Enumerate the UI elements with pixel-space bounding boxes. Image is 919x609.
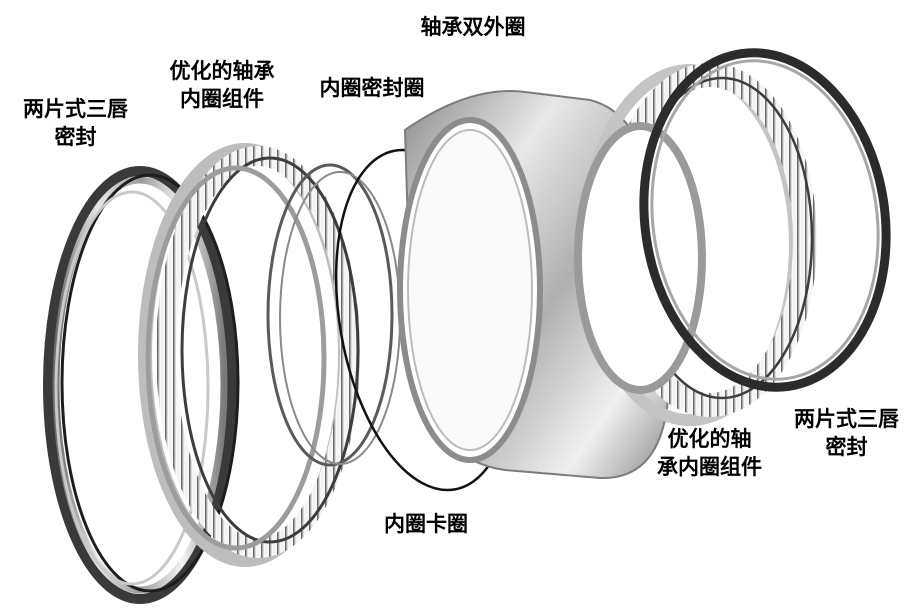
left-inner-ring-assembly xyxy=(138,143,360,567)
label-left-inner-ring: 优化的轴承 内圈组件 xyxy=(169,59,275,111)
left-seal-ring xyxy=(43,166,240,604)
label-left-seal: 两片式三唇 密封 xyxy=(23,97,128,149)
label-inner-seal: 内圈密封圈 xyxy=(319,76,425,100)
label-right-inner-ring: 优化的轴 承内圈组件 xyxy=(657,427,762,479)
label-right-seal: 两片式三唇 密封 xyxy=(794,407,899,459)
right-inner-ring-assembly xyxy=(574,63,817,426)
label-outer-ring: 轴承双外圈 xyxy=(420,15,526,39)
label-snap-ring: 内圈卡圈 xyxy=(384,512,468,536)
right-seal-ring xyxy=(639,48,891,392)
